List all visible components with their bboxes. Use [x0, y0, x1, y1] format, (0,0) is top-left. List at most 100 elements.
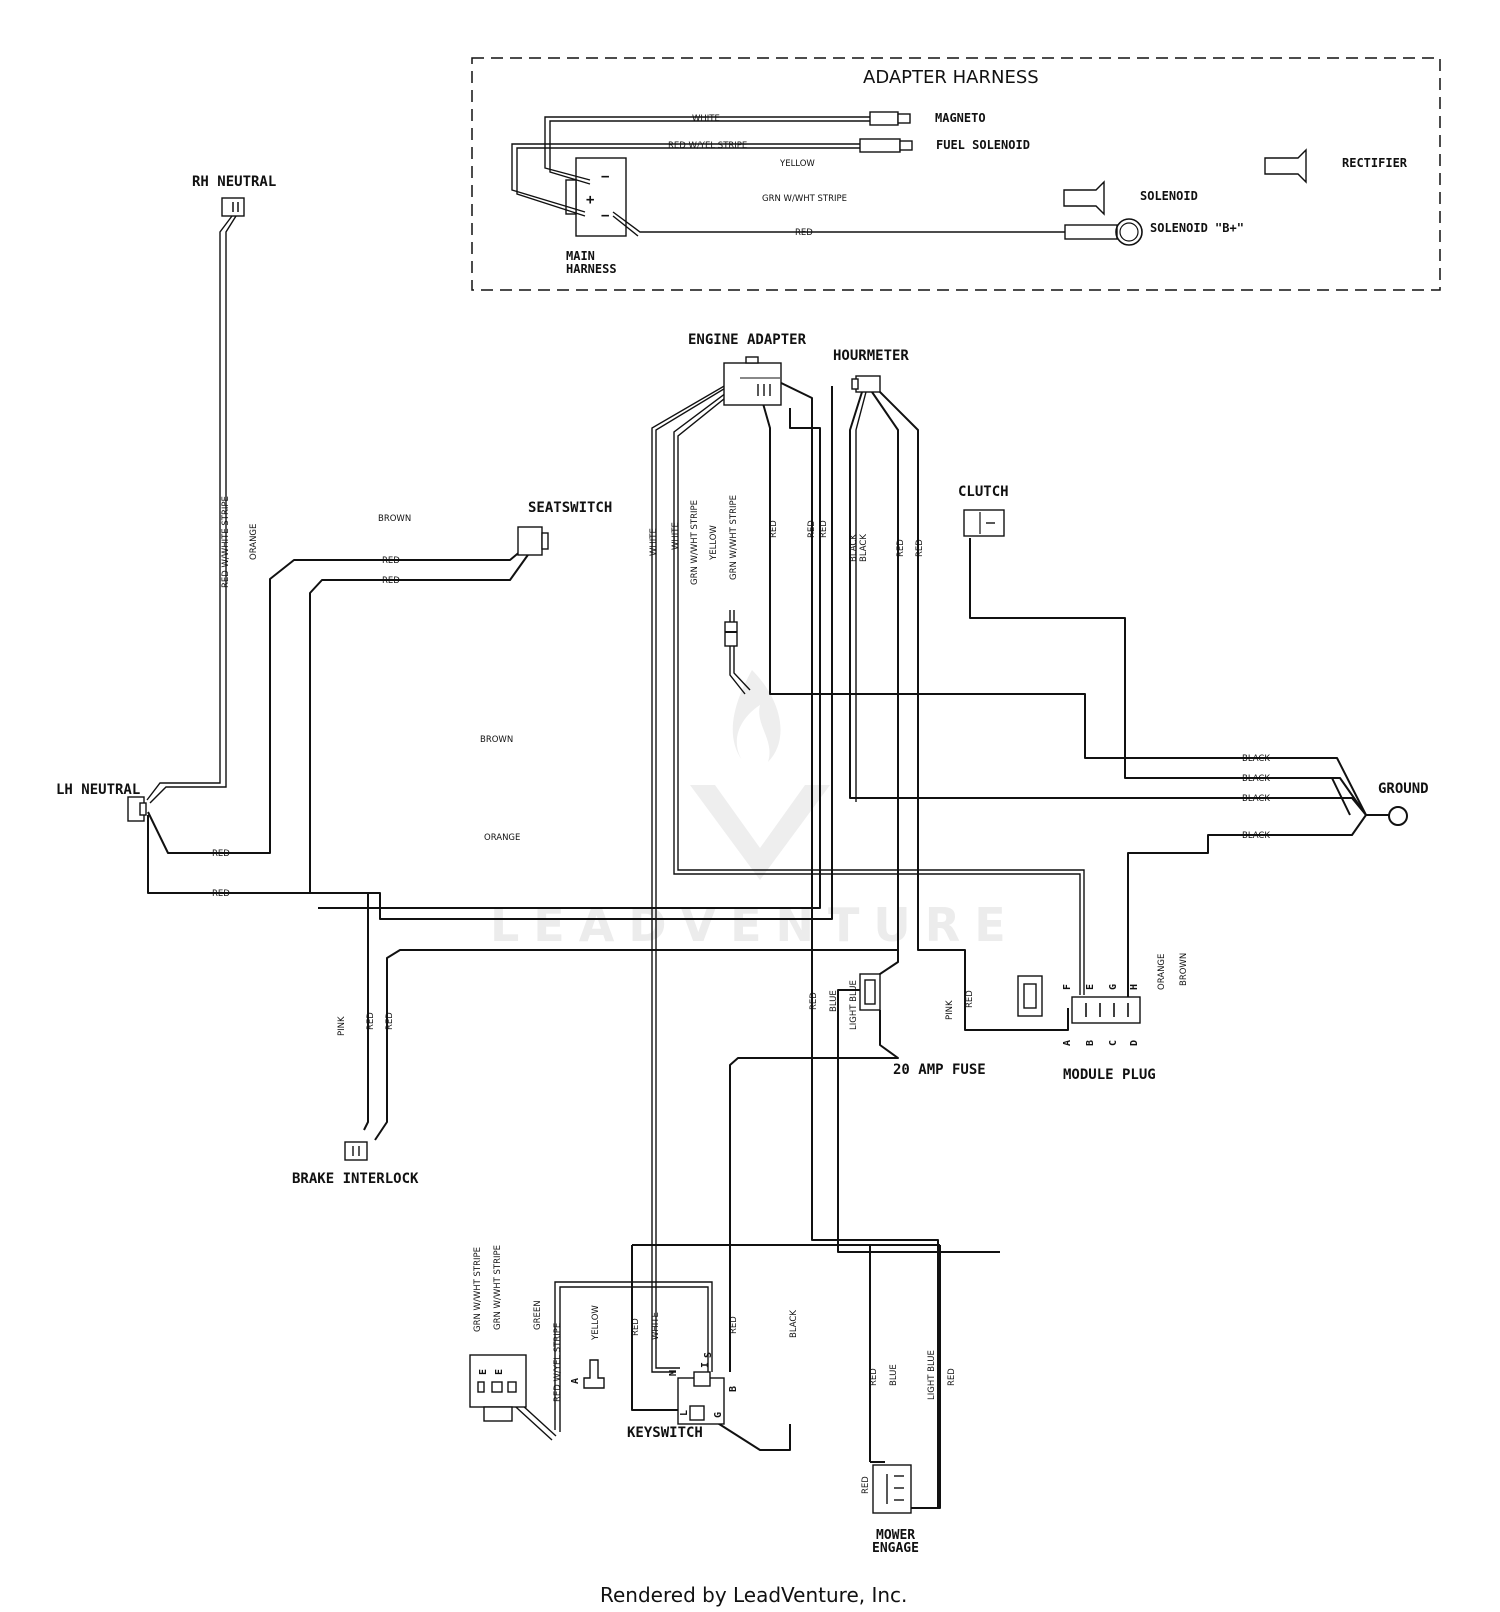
solenoid-label: SOLENOID	[1140, 189, 1198, 203]
harness-wire-redyel	[511, 143, 860, 213]
harness-minus-bottom: −	[601, 208, 609, 224]
lbl-yellow-1: YELLOW	[709, 525, 719, 561]
lbl-lightblue-fuse: LIGHT BLUE	[849, 980, 859, 1030]
keyswitch-pin-i: I	[700, 1362, 711, 1368]
wire-ea-red-right-2	[318, 408, 821, 909]
wire-ground-2	[1125, 777, 1367, 816]
e-connector-pin-1: E	[478, 1369, 489, 1375]
lh-neutral: LH NEUTRAL	[56, 782, 147, 822]
wire-labels: RED W/WHITE STRIPE ORANGE BROWN RED RED …	[212, 495, 1270, 1494]
keyswitch-pin-b: B	[728, 1386, 739, 1392]
engine-adapter-body	[723, 362, 782, 406]
rh-neutral-label: RH NEUTRAL	[192, 174, 276, 190]
wire-ground-4	[1127, 814, 1367, 997]
ground-label: GROUND	[1378, 781, 1429, 797]
watermark: LEADVENTURE	[490, 670, 1020, 952]
wire-hourmeter-red-2	[877, 389, 1069, 1031]
e-connector-body	[469, 1354, 527, 1408]
lbl-red-ea-1: RED	[769, 520, 779, 538]
lbl-black-ks: BLACK	[789, 1310, 799, 1338]
lbl-red-lh-2: RED	[212, 889, 230, 899]
lbl-blue-fuse: BLUE	[829, 990, 839, 1012]
harness-label-grnwht: GRN W/WHT STRIPE	[762, 194, 847, 204]
hourmeter-label: HOURMETER	[833, 348, 909, 364]
ground: GROUND	[1366, 781, 1429, 826]
lbl-red-lh-1: RED	[212, 849, 230, 859]
wire-ea-white-2	[655, 377, 743, 1260]
lbl-orange-mid: ORANGE	[484, 833, 520, 843]
lbl-grn-wht-1: GRN W/WHT STRIPE	[690, 500, 700, 585]
diode-icon	[724, 621, 738, 647]
e-connector-pin-2: E	[494, 1369, 505, 1375]
lbl-lightblue-mower: LIGHT BLUE	[927, 1350, 937, 1400]
lbl-yellow-ks: YELLOW	[591, 1305, 601, 1341]
wire-brake-1	[363, 893, 369, 1131]
lbl-pink-brake: PINK	[337, 1016, 347, 1036]
wire-ks-white-2	[655, 1260, 680, 1369]
wire-ground-1	[1085, 757, 1367, 816]
solenoid-b-label: SOLENOID "B+"	[1150, 221, 1244, 235]
wire-fuse-keyswitch	[729, 1010, 899, 1372]
solenoid-b-ring-icon	[1115, 218, 1143, 246]
main-harness-label-1: MAIN	[566, 249, 595, 263]
lh-neutral-tab	[139, 802, 147, 816]
wire-blue	[837, 989, 1000, 1253]
adapter-harness: ADAPTER HARNESS + − − MAIN HARNESS WHITE…	[471, 57, 1441, 291]
wire-ks-white	[651, 1260, 676, 1373]
lbl-black-hm-2: BLACK	[859, 534, 869, 562]
lbl-brown-top: BROWN	[378, 514, 411, 524]
lbl-red-mower: RED	[869, 1368, 879, 1386]
adapter-harness-title: ADAPTER HARNESS	[863, 67, 1039, 88]
a-connector: A	[570, 1359, 605, 1389]
wire-ea-white-4	[677, 377, 1085, 995]
rh-neutral: RH NEUTRAL	[192, 174, 276, 217]
wire-ea-red-down	[761, 399, 1332, 759]
wire-black-keyswitch	[715, 1421, 791, 1451]
lbl-red-hm-2: RED	[915, 539, 925, 557]
engine-adapter-tab	[745, 356, 759, 364]
wire-lh-seatswitch-red	[147, 544, 529, 854]
wire-clutch	[969, 538, 1351, 816]
module-pin-b: B	[1085, 1040, 1096, 1046]
hourmeter: HOURMETER	[833, 348, 909, 393]
harness-label-red: RED	[795, 228, 813, 238]
lbl-black-hm-1: BLACK	[849, 534, 859, 562]
module-pin-d: D	[1129, 1040, 1140, 1046]
wire-ground-3	[856, 797, 1367, 816]
main-harness-connector	[575, 157, 627, 237]
mower-engage: MOWER ENGAGE	[872, 1464, 919, 1556]
harness-wire-white-2	[549, 120, 870, 185]
wire-ea-white-3	[673, 377, 1081, 995]
module-plug-label: MODULE PLUG	[1063, 1067, 1156, 1083]
lbl-red-brake-1: RED	[366, 1012, 376, 1030]
main-harness-label-2: HARNESS	[566, 262, 617, 276]
wire-hourmeter-black-2	[855, 391, 867, 802]
keyswitch-label: KEYSWITCH	[627, 1425, 703, 1441]
a-connector-body	[583, 1359, 605, 1389]
lbl-black-g4: BLACK	[1242, 831, 1270, 841]
wire-ea-white-1	[651, 377, 739, 1260]
v-logo-icon	[690, 785, 830, 880]
keyswitch-pin-m: M	[668, 1370, 679, 1376]
harness-label-yellow: YELLOW	[779, 159, 815, 169]
fuse-element-icon	[864, 979, 876, 1005]
lbl-red-mower-2: RED	[947, 1368, 957, 1386]
lbl-red-brake-2: RED	[385, 1012, 395, 1030]
wire-hourmeter-black	[849, 391, 1332, 799]
fuel-solenoid-pin	[899, 140, 913, 151]
footer-credit: Rendered by LeadVenture, Inc.	[600, 1583, 907, 1607]
harness-minus-top: −	[601, 169, 609, 185]
clutch: CLUTCH	[958, 484, 1009, 537]
lbl-red-white-stripe: RED W/WHITE STRIPE	[221, 496, 231, 588]
magneto-pin	[897, 113, 911, 124]
module-pin-a: A	[1062, 1040, 1073, 1046]
lbl-red-ea-3: RED	[819, 520, 829, 538]
mower-engage-label-2: ENGAGE	[872, 1541, 919, 1556]
hourmeter-connector	[855, 375, 881, 393]
magneto-connector	[869, 111, 899, 126]
watermark-text: LEADVENTURE	[490, 898, 1020, 952]
lbl-green-ks: GREEN	[533, 1300, 543, 1330]
lbl-redyel-ks: RED W/YEL STRIPE	[553, 1323, 563, 1402]
lbl-brown-module: BROWN	[1179, 953, 1189, 986]
lbl-black-g3: BLACK	[1242, 794, 1270, 804]
